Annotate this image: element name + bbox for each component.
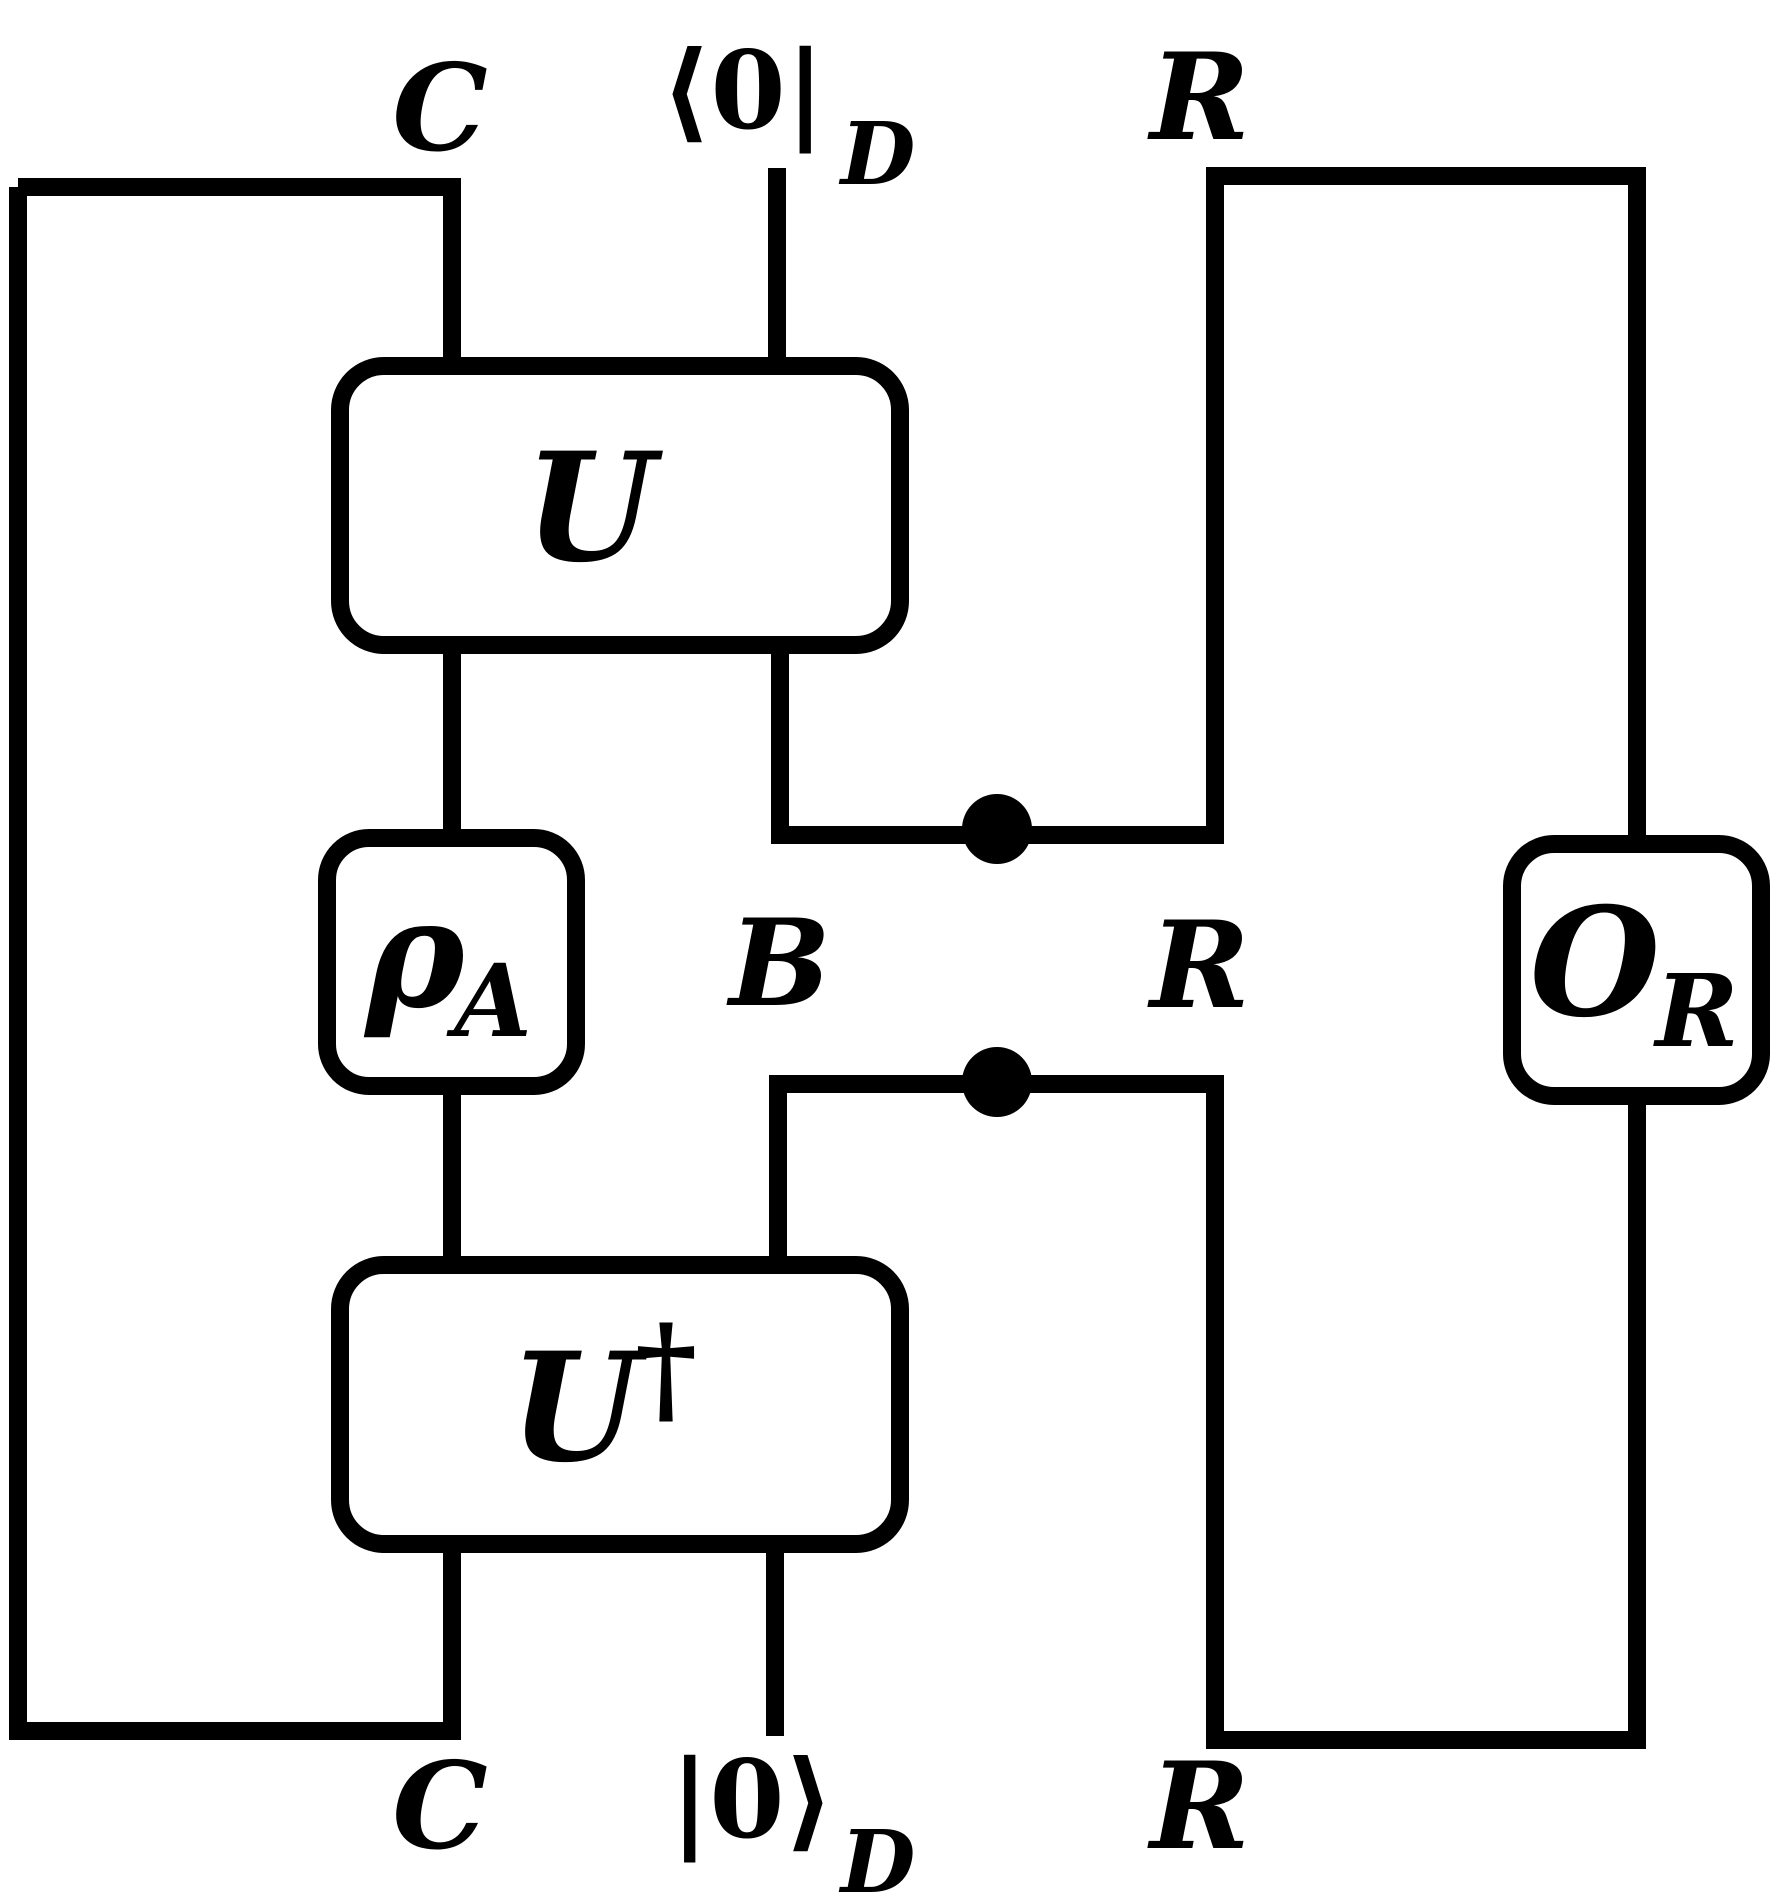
label-top-bra: ⟨0| (661, 28, 825, 154)
label-rho-sub: A (446, 942, 532, 1060)
upper-b-wire (771, 167, 1646, 844)
label-rho: ρ (363, 866, 466, 1042)
lower-junction-dot (962, 1047, 1032, 1117)
label-bottom-r: R (1147, 1736, 1250, 1877)
rho-box (318, 829, 585, 1095)
label-o: O (1530, 875, 1661, 1051)
label-bottom-ket: |0⟩ (670, 1737, 834, 1863)
label-mid-b: B (726, 893, 830, 1034)
upper-junction-dot (962, 794, 1032, 864)
label-udag: U (510, 1320, 649, 1496)
label-o-sub: R (1652, 952, 1738, 1070)
label-mid-r: R (1147, 895, 1250, 1036)
label-u: U (525, 420, 664, 596)
c-loop-wire (9, 178, 461, 1740)
label-top-bra-sub: D (838, 104, 916, 205)
label-bottom-c: C (392, 1736, 488, 1877)
label-top-r: R (1147, 27, 1250, 168)
label-top-c: C (392, 38, 488, 179)
label-udag-sup: † (635, 1298, 698, 1439)
lower-b-wire (769, 1075, 1646, 1749)
udag-box (331, 1256, 909, 1553)
o-box (1503, 835, 1770, 1105)
u-box (331, 357, 909, 654)
label-bottom-ket-sub: D (838, 1812, 916, 1903)
